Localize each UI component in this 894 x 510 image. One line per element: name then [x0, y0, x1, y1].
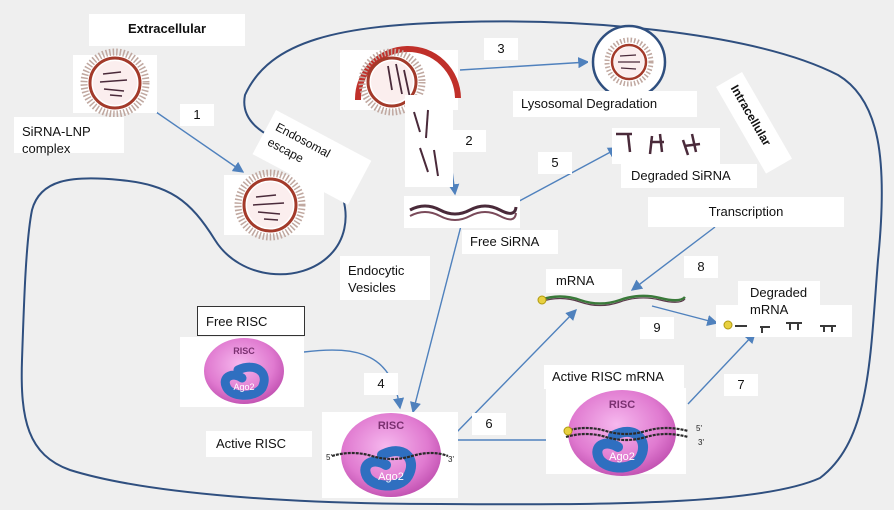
mrna-strand-icon	[537, 294, 686, 307]
label-transcription: Transcription	[648, 197, 844, 227]
active-risc-mrna-title: RISC	[609, 399, 635, 411]
label-lysosomal-degradation: Lysosomal Degradation	[513, 91, 697, 117]
label-free-sirna: Free SiRNA	[462, 230, 558, 254]
endocytosed-lnp-icon	[224, 169, 324, 241]
step-6: 6	[472, 413, 506, 435]
arrow-5	[509, 147, 620, 207]
step-7: 7	[724, 374, 758, 396]
step-2: 2	[452, 130, 486, 152]
endosome-escape-icon	[340, 46, 461, 187]
sirna-lnp-complex-icon	[73, 48, 157, 118]
free-sirna-duplex-icon	[404, 196, 520, 228]
arrow-7	[687, 331, 756, 405]
active-risc-mrna-ago: Ago2	[609, 451, 635, 463]
degraded-sirna-fragments-icon	[612, 128, 720, 164]
free-risc-ago: Ago2	[233, 382, 254, 392]
mrna-cap-icon	[537, 295, 547, 305]
step-3: 3	[484, 38, 518, 60]
label-endocytic-vesicles: Endocytic Vesicles	[340, 256, 430, 300]
arrow-9	[651, 305, 719, 326]
label-extracellular: Extracellular	[89, 14, 245, 46]
arrow-endocytic	[410, 221, 463, 414]
arrow-3	[459, 57, 590, 71]
label-active-risc: Active RISC	[206, 431, 312, 457]
label-sirna-lnp: SiRNA-LNP complex	[14, 117, 124, 156]
arrows	[142, 57, 756, 446]
label-degraded-sirna: Degraded SiRNA	[621, 164, 757, 188]
step-9: 9	[640, 317, 674, 339]
active-risc-5prime: 5'	[326, 453, 332, 462]
label-degraded-mrna: Degraded mRNA	[738, 281, 820, 321]
active-risc-mrna-5prime: 5'	[696, 424, 702, 433]
label-active-risc-mrna: Active RISC mRNA	[544, 365, 684, 389]
arrow-8	[630, 226, 716, 291]
arrow-1	[142, 102, 245, 173]
step-5: 5	[538, 152, 572, 174]
active-risc-icon	[322, 412, 458, 498]
active-risc-title: RISC	[378, 420, 404, 432]
step-4: 4	[364, 373, 398, 395]
step-1: 1	[180, 104, 214, 126]
free-risc-title: RISC	[233, 346, 255, 356]
active-risc-ago: Ago2	[378, 471, 404, 483]
active-risc-mrna-3prime: 3'	[698, 438, 704, 447]
label-free-risc: Free RISC	[197, 306, 305, 336]
label-mrna: mRNA	[546, 269, 622, 293]
step-8: 8	[684, 256, 718, 278]
active-risc-3prime: 3'	[448, 455, 454, 464]
cell-membrane	[20, 20, 883, 506]
free-risc-icon	[180, 337, 304, 407]
lysosome-icon	[588, 24, 672, 100]
active-risc-mrna-icon	[546, 388, 689, 476]
